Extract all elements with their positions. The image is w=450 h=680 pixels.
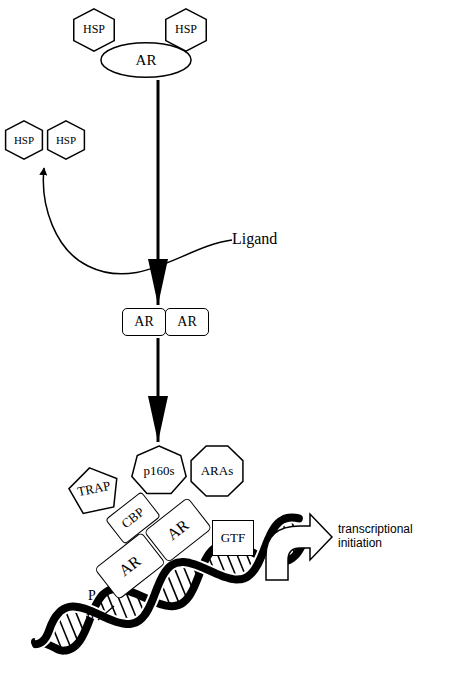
hsp-hexagon-shape (166, 9, 206, 51)
node-text: AR (116, 552, 144, 580)
node-text: AR (177, 314, 196, 329)
process-note: transcriptional initiation (338, 522, 438, 551)
phospho-leader (98, 606, 114, 620)
node-text: AR (164, 516, 192, 544)
node-text: HSP (83, 23, 105, 36)
gtf-box: GTF (212, 520, 254, 556)
coactivator-pentagon-shape (66, 463, 123, 515)
hsp-hexagon: HSP (4, 120, 44, 160)
receptor-ellipse-shape (101, 43, 191, 78)
coactivator-octagon: ARAs (190, 445, 244, 497)
node-text: ARAs (201, 464, 234, 478)
flow-arrow (157, 80, 160, 305)
hsp-hexagon: HSP (46, 120, 86, 160)
node-text: HSP (175, 23, 197, 36)
node-text: AR (134, 314, 153, 329)
hsp-hexagon-shape (6, 121, 43, 159)
ligand-release-curve (43, 168, 232, 274)
receptor-box: AR (122, 308, 166, 336)
hsp-hexagon: HSP (72, 8, 116, 52)
hsp-hexagon: HSP (164, 8, 208, 52)
node-text: CBP (119, 505, 147, 531)
phospho-label: P (86, 612, 94, 629)
flow-arrow (157, 338, 160, 442)
hsp-hexagon-shape (48, 121, 85, 159)
coactivator-heptagon: p160s (130, 445, 188, 497)
hsp-hexagon-shape (74, 9, 114, 51)
coactivator-pentagon: TRAP (64, 461, 124, 517)
node-text: p160s (143, 464, 174, 478)
node-text: HSP (14, 134, 34, 146)
phospho-label: P (88, 588, 96, 605)
ligand-label: Ligand (232, 229, 277, 248)
transcription-arrow (266, 514, 332, 580)
coactivator-octagon-shape (191, 446, 243, 496)
node-text: AR (136, 52, 157, 69)
node-text: HSP (56, 134, 76, 146)
coactivator-heptagon-shape (132, 446, 186, 493)
receptor-box: AR (165, 308, 209, 336)
node-text: GTF (221, 531, 246, 545)
